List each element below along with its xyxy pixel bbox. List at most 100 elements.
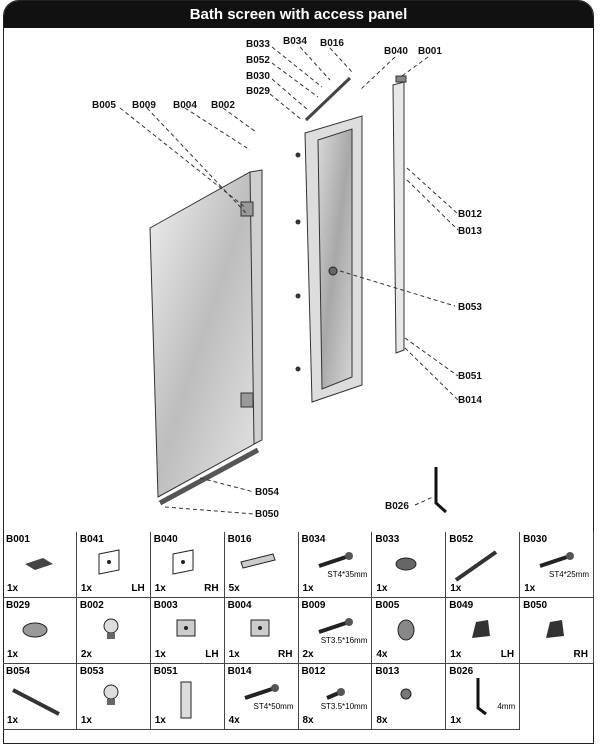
callout-label: B001 <box>418 46 442 57</box>
part-quantity: 2x <box>80 649 92 660</box>
screw-icon <box>317 552 353 568</box>
screw-icon <box>243 684 279 700</box>
part-code: B012 <box>301 666 326 677</box>
part-quantity: 8x <box>376 715 388 726</box>
screw-icon <box>539 552 575 568</box>
callout-label: B053 <box>458 302 482 313</box>
corner-bracket-icon <box>172 549 194 575</box>
part-side: LH <box>500 649 515 660</box>
callout-label: B012 <box>458 209 482 220</box>
leader-lines <box>119 46 459 515</box>
callout-label: B009 <box>132 100 156 111</box>
profile-icon <box>180 681 192 719</box>
part-spec: ST3.5*16mm <box>320 636 368 645</box>
callout-labels: B033 B034 B016 B040 B001 B052 B030 B029 … <box>92 36 482 520</box>
part-spec: ST4*35mm <box>327 570 368 579</box>
callout-label: B029 <box>246 86 270 97</box>
callout-label: B040 <box>384 46 408 57</box>
part-cell: B003 1x LH <box>150 598 225 664</box>
part-quantity: 1x <box>7 649 19 660</box>
part-quantity: 2x <box>302 649 314 660</box>
part-side: LH <box>205 649 219 660</box>
allen-key-icon <box>476 678 488 716</box>
part-quantity: 4x <box>228 715 240 726</box>
part-side: RH <box>204 583 219 594</box>
callout-label: B002 <box>211 100 235 111</box>
part-cell: B012 8x ST3.5*10mm <box>298 664 373 730</box>
part-quantity: 4x <box>376 649 388 660</box>
part-quantity: 1x <box>450 649 462 660</box>
part-quantity: 1x <box>450 583 462 594</box>
callout-label: B050 <box>255 509 279 520</box>
screw-icon <box>317 618 353 634</box>
part-code: B016 <box>227 534 252 545</box>
knob-icon <box>103 684 119 705</box>
part-code: B052 <box>449 534 474 545</box>
part-quantity: 1x <box>154 715 166 726</box>
part-spec: 4mm <box>497 702 516 711</box>
allen-key <box>434 467 448 514</box>
knob-icon <box>103 618 119 639</box>
part-quantity: 1x <box>228 649 240 660</box>
washer-icon <box>397 619 415 641</box>
part-spec: ST4*50mm <box>253 702 294 711</box>
part-code: B050 <box>523 600 548 611</box>
part-cell: B001 1x <box>3 532 77 598</box>
part-code: B009 <box>301 600 326 611</box>
panel-screws <box>295 152 301 372</box>
cap-icon <box>25 558 53 570</box>
part-quantity: 1x <box>7 715 19 726</box>
callout-label: B033 <box>246 39 270 50</box>
part-code: B004 <box>227 600 252 611</box>
base-icon <box>22 622 48 638</box>
part-code: B040 <box>153 534 178 545</box>
callout-label: B051 <box>458 371 482 382</box>
hinge-icon <box>250 619 270 637</box>
part-code: B041 <box>79 534 104 545</box>
part-cell: B009 2x ST3.5*16mm <box>298 598 373 664</box>
corner-bracket-icon <box>98 549 120 575</box>
part-code: B033 <box>375 534 400 545</box>
callout-label: B013 <box>458 226 482 237</box>
callout-label: B005 <box>92 100 116 111</box>
part-code: B034 <box>301 534 326 545</box>
part-cell: B049 1x LH <box>446 598 521 664</box>
diagram-frame: Bath screen with access panel <box>3 0 594 744</box>
callout-label: B030 <box>246 71 270 82</box>
part-code: B053 <box>79 666 104 677</box>
part-spec: ST3.5*10mm <box>320 702 368 711</box>
end-cap-icon <box>472 620 491 638</box>
callout-label: B034 <box>283 36 307 47</box>
wall-plug-icon <box>239 553 276 569</box>
part-quantity: 1x <box>80 583 92 594</box>
callout-label: B014 <box>458 395 482 406</box>
part-quantity: 1x <box>302 583 314 594</box>
part-code: B049 <box>449 600 474 611</box>
exploded-view: B033 B034 B016 B040 B001 B052 B030 B029 … <box>92 36 482 520</box>
part-side: RH <box>573 649 588 660</box>
part-code: B001 <box>6 534 30 545</box>
part-quantity: 8x <box>302 715 314 726</box>
part-side: RH <box>278 649 293 660</box>
part-cell: B052 1x <box>446 532 521 598</box>
part-cell: B004 1x RH <box>224 598 299 664</box>
part-code: B005 <box>375 600 400 611</box>
part-quantity: 1x <box>154 649 166 660</box>
part-code: B014 <box>227 666 252 677</box>
part-cell: B016 5x <box>224 532 299 598</box>
hinge-icon <box>176 619 196 637</box>
part-code: B003 <box>153 600 178 611</box>
callout-label: B054 <box>255 487 279 498</box>
seal-strip-icon <box>12 688 60 716</box>
support-rod <box>304 76 352 122</box>
part-spec: ST4*25mm <box>548 570 589 579</box>
part-quantity: 1x <box>7 583 19 594</box>
part-quantity: 5x <box>228 583 240 594</box>
callout-label: B004 <box>173 100 197 111</box>
cover-cap-icon <box>395 557 417 571</box>
